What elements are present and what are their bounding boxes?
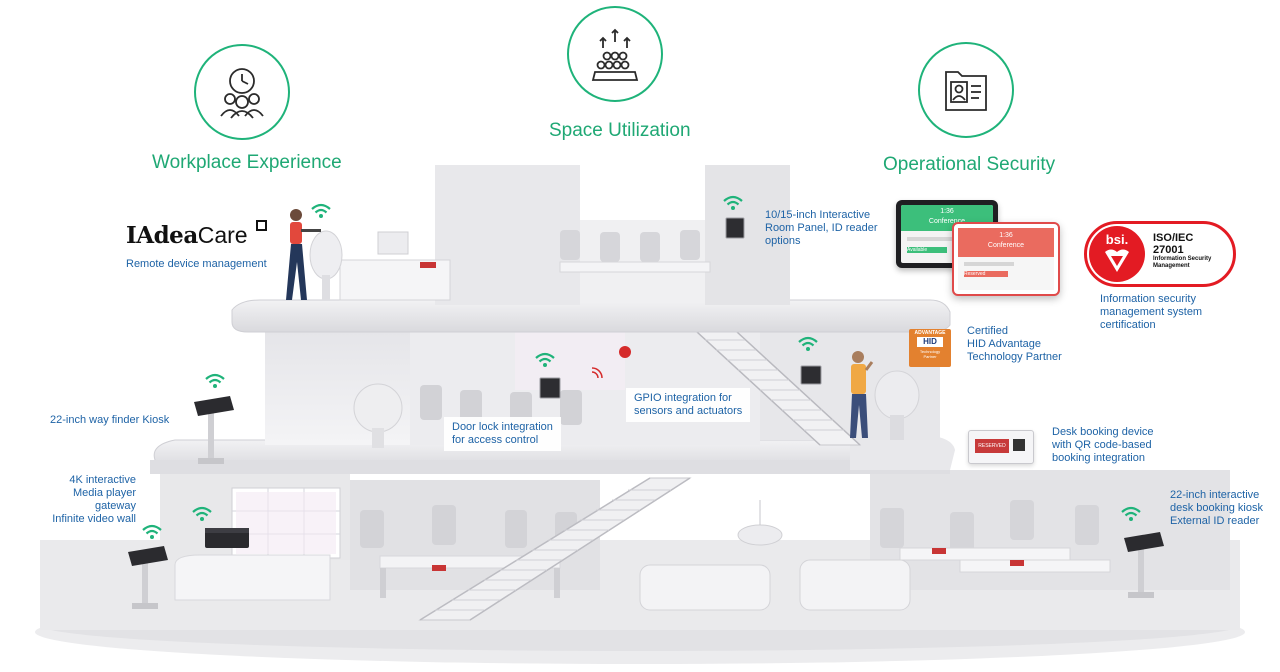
wifi-icon xyxy=(205,373,225,388)
iso-line2: 27001 xyxy=(1153,244,1184,256)
panel-room: Conference xyxy=(987,242,1025,249)
way-finder-kiosk xyxy=(194,396,234,464)
space-utilization-circle xyxy=(567,6,663,102)
desk-booking-device: RESERVED xyxy=(968,430,1034,464)
wifi-icon xyxy=(723,195,743,210)
wifi-icon xyxy=(192,506,212,521)
desk-booking-kiosk xyxy=(1124,532,1164,598)
hid-mid: HID xyxy=(917,337,943,347)
man-figure xyxy=(850,351,874,438)
wifi-icon xyxy=(1121,506,1141,521)
label-media-player: 4K interactive Media player gateway Infi… xyxy=(52,474,136,525)
room-panel-top xyxy=(725,217,745,239)
iso-line1: ISO/IEC xyxy=(1153,232,1194,244)
label-iso-cert: Information security management system c… xyxy=(1100,293,1203,331)
hid-top: ADVANTAGE xyxy=(914,330,946,336)
panel-time: 1:36 xyxy=(999,232,1013,239)
wifi-icon xyxy=(535,352,555,367)
label-desk-booking-device: Desk booking device with QR code-based b… xyxy=(1052,426,1154,464)
hid-bottom: Technology Partner xyxy=(919,349,941,359)
iso-line3: Information Security Management xyxy=(1153,256,1212,269)
brand-name-a: IAdea xyxy=(126,222,198,249)
ground-kiosk-left xyxy=(128,546,168,609)
woman-figure xyxy=(286,209,321,300)
label-way-finder: 22-inch way finder Kiosk xyxy=(50,414,170,426)
iadea-care-logo: IAdeaCare xyxy=(126,220,268,249)
wifi-icon xyxy=(311,203,331,218)
iso-27001-badge: bsi. ISO/IEC 27001 Information Security … xyxy=(1084,221,1236,287)
brand-name-b: Care xyxy=(197,222,248,248)
bsi-brand-text: bsi. xyxy=(1105,232,1129,247)
bsi-mark: bsi. xyxy=(1089,226,1145,282)
video-wall xyxy=(231,487,341,559)
hid-advantage-badge: ADVANTAGE HID Technology Partner xyxy=(909,329,951,367)
brand-tagline: Remote device management xyxy=(126,258,267,270)
crowd-arrows-icon xyxy=(591,28,639,81)
room-panel-device-red: 1:36 Conference Reserved xyxy=(952,222,1060,296)
label-door-lock: Door lock integration for access control xyxy=(444,417,561,451)
desk-device-text: RESERVED xyxy=(975,439,1009,453)
panel-room: Conference xyxy=(928,218,966,225)
door-lock-sensor xyxy=(591,346,631,379)
pillar-title-security: Operational Security xyxy=(883,154,1056,175)
panel-status-free: Available xyxy=(907,247,947,253)
id-badge-icon xyxy=(945,71,987,111)
wifi-icon xyxy=(142,524,162,539)
lower-staircase xyxy=(418,477,692,621)
operational-security-circle xyxy=(918,42,1014,138)
kitemark-icon xyxy=(1105,249,1129,272)
pillar-title-space: Space Utilization xyxy=(549,120,691,141)
panel-status-busy: Reserved xyxy=(964,271,1008,277)
label-kiosk-right: 22-inch interactive desk booking kiosk E… xyxy=(1170,489,1263,527)
panel-time: 1:36 xyxy=(940,208,954,215)
pillar-title-workplace: Workplace Experience xyxy=(152,152,342,173)
clock-people-icon xyxy=(220,68,264,119)
wifi-icon xyxy=(798,336,818,351)
label-hid-partner: Certified HID Advantage Technology Partn… xyxy=(967,325,1062,363)
qr-code-icon xyxy=(1013,439,1025,451)
room-panel-mid xyxy=(539,377,561,399)
label-gpio: GPIO integration for sensors and actuato… xyxy=(626,388,751,422)
label-room-panel: 10/15-inch Interactive Room Panel, ID re… xyxy=(765,209,878,247)
workplace-experience-circle xyxy=(194,44,290,140)
room-panel-right xyxy=(800,365,822,385)
